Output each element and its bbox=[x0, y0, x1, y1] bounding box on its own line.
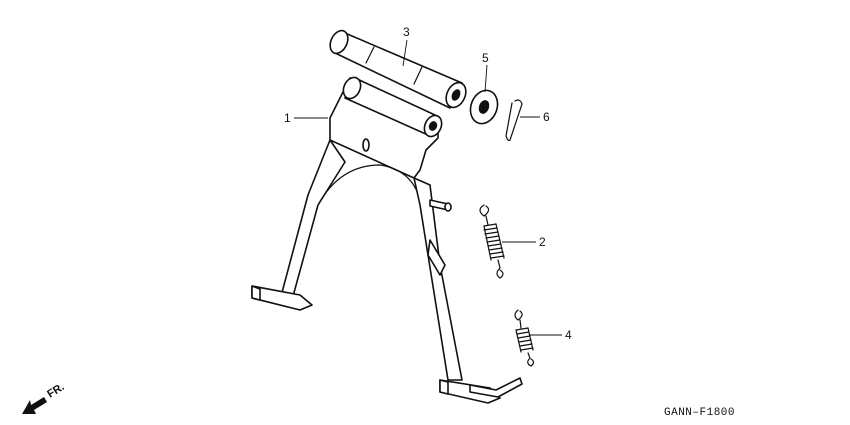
callout-2: 2 bbox=[539, 235, 546, 249]
front-direction-arrow-icon bbox=[22, 397, 47, 414]
leader-line-5 bbox=[484, 64, 488, 93]
callout-3: 3 bbox=[403, 25, 410, 39]
stand-spring-upper bbox=[479, 204, 505, 279]
callout-5: 5 bbox=[482, 51, 489, 65]
main-stand bbox=[251, 76, 523, 404]
callout-6: 6 bbox=[543, 110, 550, 124]
diagram-code: GANN–F1800 bbox=[664, 407, 735, 419]
pivot-shaft bbox=[329, 29, 467, 109]
washer bbox=[469, 89, 499, 125]
front-direction-label: FR. bbox=[45, 381, 66, 401]
callout-1: 1 bbox=[284, 111, 291, 125]
cotter-pin bbox=[505, 99, 523, 142]
leader-line-3 bbox=[402, 39, 408, 67]
callout-4: 4 bbox=[565, 328, 572, 342]
stand-spring-lower bbox=[514, 309, 535, 367]
